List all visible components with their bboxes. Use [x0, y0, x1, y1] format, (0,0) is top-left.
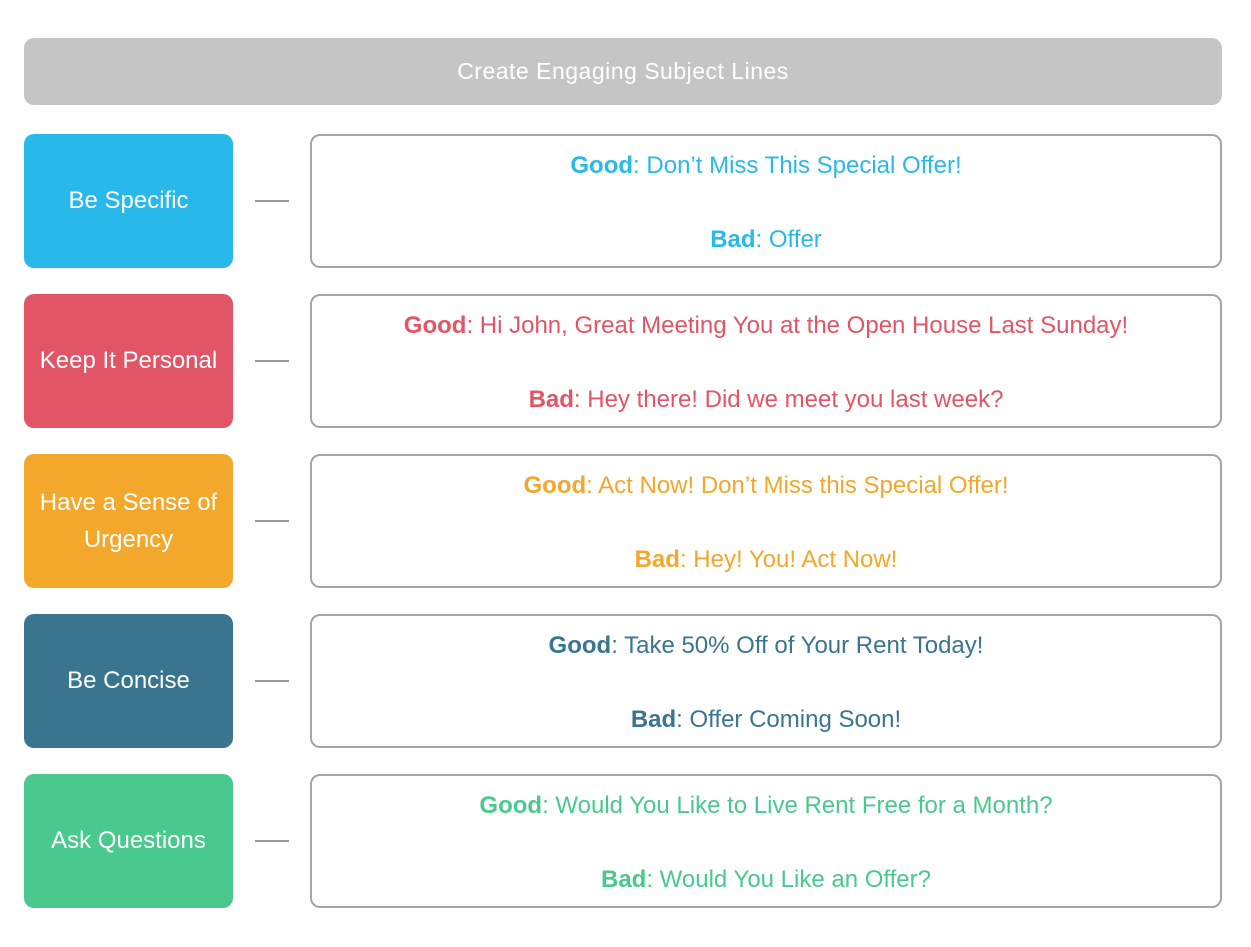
connector-line [233, 454, 310, 588]
category-label-box: Keep It Personal [24, 294, 233, 428]
good-text: : Take 50% Off of Your Rent Today! [611, 632, 984, 659]
bad-text: : Offer Coming Soon! [676, 705, 902, 733]
bad-text: : Hey! You! Act Now! [679, 545, 898, 573]
row-ask-questions: Ask Questions Good: Would You Like to Li… [24, 774, 1222, 908]
category-label-box: Have a Sense of Urgency [24, 454, 233, 588]
examples-box: Good: Take 50% Off of Your Rent Today! B… [310, 614, 1222, 748]
good-example: Good: Would You Like to Live Rent Free f… [328, 790, 1204, 822]
bad-label: Bad [630, 705, 677, 733]
bad-example: Bad: Hey there! Did we meet you last wee… [328, 384, 1204, 416]
category-label: Keep It Personal [39, 347, 218, 375]
good-example: Good: Take 50% Off of Your Rent Today! [328, 630, 1204, 662]
examples-box: Good: Hi John, Great Meeting You at the … [310, 294, 1222, 428]
good-label: Good [523, 472, 587, 499]
bad-example: Bad: Offer [328, 224, 1204, 256]
connector-line [233, 774, 310, 908]
page-title: Create Engaging Subject Lines [457, 58, 789, 84]
good-text: : Act Now! Don’t Miss this Special Offer… [586, 472, 1009, 499]
examples-box: Good: Would You Like to Live Rent Free f… [310, 774, 1222, 908]
header-banner: Create Engaging Subject Lines [24, 38, 1222, 105]
row-keep-it-personal: Keep It Personal Good: Hi John, Great Me… [24, 294, 1222, 428]
category-label-box: Ask Questions [24, 774, 233, 908]
bad-example: Bad: Offer Coming Soon! [328, 704, 1204, 736]
bad-label: Bad [601, 865, 647, 893]
connector-line [233, 294, 310, 428]
good-label: Good [570, 152, 634, 179]
connector-line [233, 134, 310, 268]
row-be-specific: Be Specific Good: Don’t Miss This Specia… [24, 134, 1222, 268]
examples-box: Good: Don’t Miss This Special Offer! Bad… [310, 134, 1222, 268]
bad-text: : Hey there! Did we meet you last week? [573, 385, 1004, 413]
row-have-a-sense-of-urgency: Have a Sense of Urgency Good: Act Now! D… [24, 454, 1222, 588]
bad-label: Bad [528, 385, 574, 413]
category-label-box: Be Concise [24, 614, 233, 748]
good-example: Good: Hi John, Great Meeting You at the … [328, 310, 1204, 342]
good-label: Good [479, 792, 543, 819]
examples-box: Good: Act Now! Don’t Miss this Special O… [310, 454, 1222, 588]
good-label: Good [403, 312, 467, 339]
bad-label: Bad [710, 225, 756, 253]
category-label: Have a Sense of Urgency [39, 488, 218, 553]
good-text: : Don’t Miss This Special Offer! [633, 152, 962, 179]
rows-container: Be Specific Good: Don’t Miss This Specia… [24, 134, 1222, 908]
bad-text: : Offer [755, 225, 822, 253]
bad-label: Bad [634, 545, 680, 573]
good-text: : Hi John, Great Meeting You at the Open… [466, 312, 1129, 339]
connector-line [233, 614, 310, 748]
bad-example: Bad: Hey! You! Act Now! [328, 544, 1204, 576]
category-label-box: Be Specific [24, 134, 233, 268]
category-label: Be Specific [68, 187, 189, 215]
good-label: Good [548, 632, 612, 659]
good-example: Good: Don’t Miss This Special Offer! [328, 150, 1204, 182]
bad-text: : Would You Like an Offer? [646, 865, 931, 893]
category-label: Ask Questions [51, 827, 206, 855]
row-be-concise: Be Concise Good: Take 50% Off of Your Re… [24, 614, 1222, 748]
category-label: Be Concise [67, 667, 190, 695]
bad-example: Bad: Would You Like an Offer? [328, 864, 1204, 896]
good-example: Good: Act Now! Don’t Miss this Special O… [328, 470, 1204, 502]
good-text: : Would You Like to Live Rent Free for a… [542, 792, 1053, 819]
